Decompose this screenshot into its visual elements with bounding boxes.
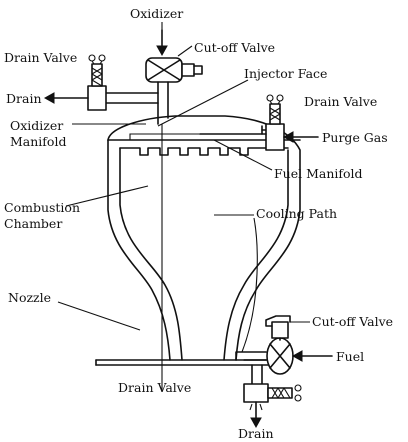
drain-valve-bottom-actuator bbox=[267, 387, 293, 399]
label-oxidizer-manifold-1: Oxidizer bbox=[10, 118, 63, 133]
label-drain-valve-bottom: Drain Valve bbox=[118, 380, 191, 395]
oxidizer-feed bbox=[105, 29, 203, 125]
drain-valve-left-terminal-b bbox=[98, 54, 106, 62]
label-nozzle: Nozzle bbox=[8, 290, 51, 305]
fuel-feed bbox=[235, 315, 333, 375]
injector-face-plate bbox=[119, 147, 289, 156]
drain-valve-bottom bbox=[243, 364, 302, 429]
leader-lines bbox=[57, 22, 310, 392]
outer-wall bbox=[107, 115, 301, 361]
label-purge-gas: Purge Gas bbox=[322, 130, 388, 145]
cutoff-valve-bottom-actuator-cap bbox=[265, 315, 291, 327]
leader-injector-face bbox=[157, 79, 249, 127]
label-fuel: Fuel bbox=[336, 349, 364, 364]
drain-valve-left-terminal-a bbox=[88, 54, 96, 62]
drain-valve-left-actuator bbox=[91, 63, 103, 87]
leader-nozzle bbox=[57, 301, 141, 331]
drain-valve-left-coil bbox=[91, 67, 103, 87]
drain-left-arrow-head bbox=[43, 92, 55, 104]
drain-valve-right bbox=[261, 94, 319, 151]
label-drain-valve-right: Drain Valve bbox=[304, 94, 377, 109]
labels: Oxidizer Cut-off Valve Drain Valve Drain… bbox=[4, 6, 393, 441]
leader-cooling-path-2 bbox=[241, 217, 258, 353]
label-cutoff-valve-bottom: Cut-off Valve bbox=[312, 314, 393, 329]
label-oxidizer: Oxidizer bbox=[130, 6, 183, 21]
inner-wall bbox=[119, 147, 183, 361]
fuel-arrow-head bbox=[291, 350, 303, 362]
label-cooling-path: Cooling Path bbox=[256, 206, 337, 221]
drain-valve-bottom-body bbox=[243, 383, 269, 403]
label-combustion-chamber-2: Chamber bbox=[4, 216, 62, 231]
label-fuel-manifold: Fuel Manifold bbox=[274, 166, 363, 181]
cutoff-valve-bottom-cross bbox=[269, 343, 291, 369]
drain-valve-right-actuator bbox=[269, 103, 281, 125]
drain-valve-left-wire-b bbox=[99, 60, 103, 65]
fuel-manifold-channel-lower bbox=[129, 133, 200, 140]
drain-valve-right-body bbox=[265, 123, 285, 151]
leader-fuel-manifold bbox=[213, 139, 273, 171]
drain-valve-bottom-terminal-a bbox=[294, 384, 302, 392]
oxidizer-arrow-head bbox=[156, 45, 168, 57]
drain-bottom-drip bbox=[249, 403, 263, 411]
fuel-manifold-channel bbox=[199, 129, 273, 135]
cutoff-valve-top-cross bbox=[147, 59, 181, 81]
drain-valve-left bbox=[43, 54, 107, 111]
drain-valve-left-body bbox=[87, 85, 107, 111]
leader-combustion-chamber bbox=[65, 185, 149, 207]
outer-wall-left bbox=[107, 139, 171, 361]
drain-bottom-arrow-head bbox=[250, 417, 262, 429]
cutoff-valve-bottom-actuator bbox=[271, 321, 289, 339]
drain-valve-bottom-terminal-b bbox=[294, 394, 302, 402]
cutoff-valve-top-actuator bbox=[181, 63, 195, 77]
drain-valve-right-terminal-b bbox=[276, 94, 284, 102]
cooling-exit-pipe-top bbox=[235, 351, 267, 361]
purge-gas-arrow-head bbox=[282, 131, 294, 143]
label-drain-valve-left: Drain Valve bbox=[4, 50, 77, 65]
engine-body bbox=[95, 115, 301, 366]
drain-valve-bottom-coil bbox=[271, 387, 291, 399]
drain-valve-right-wire-a bbox=[269, 100, 273, 105]
drain-valve-left-wire-a bbox=[91, 60, 95, 65]
cutoff-valve-top-actuator-arm bbox=[193, 65, 203, 75]
label-cutoff-valve-top: Cut-off Valve bbox=[194, 40, 275, 55]
inner-wall-right bbox=[223, 149, 289, 361]
label-combustion-chamber-1: Combustion bbox=[4, 200, 80, 215]
drain-valve-right-coil bbox=[269, 107, 281, 121]
drain-valve-right-wire-b bbox=[277, 100, 281, 105]
label-injector-face: Injector Face bbox=[244, 66, 327, 81]
label-drain-bottom: Drain bbox=[238, 426, 274, 441]
leader-cutoff-valve-top bbox=[177, 45, 193, 57]
drain-valve-right-terminal-a bbox=[266, 94, 274, 102]
label-oxidizer-manifold-2: Manifold bbox=[10, 134, 66, 149]
label-drain-left: Drain bbox=[6, 91, 42, 106]
